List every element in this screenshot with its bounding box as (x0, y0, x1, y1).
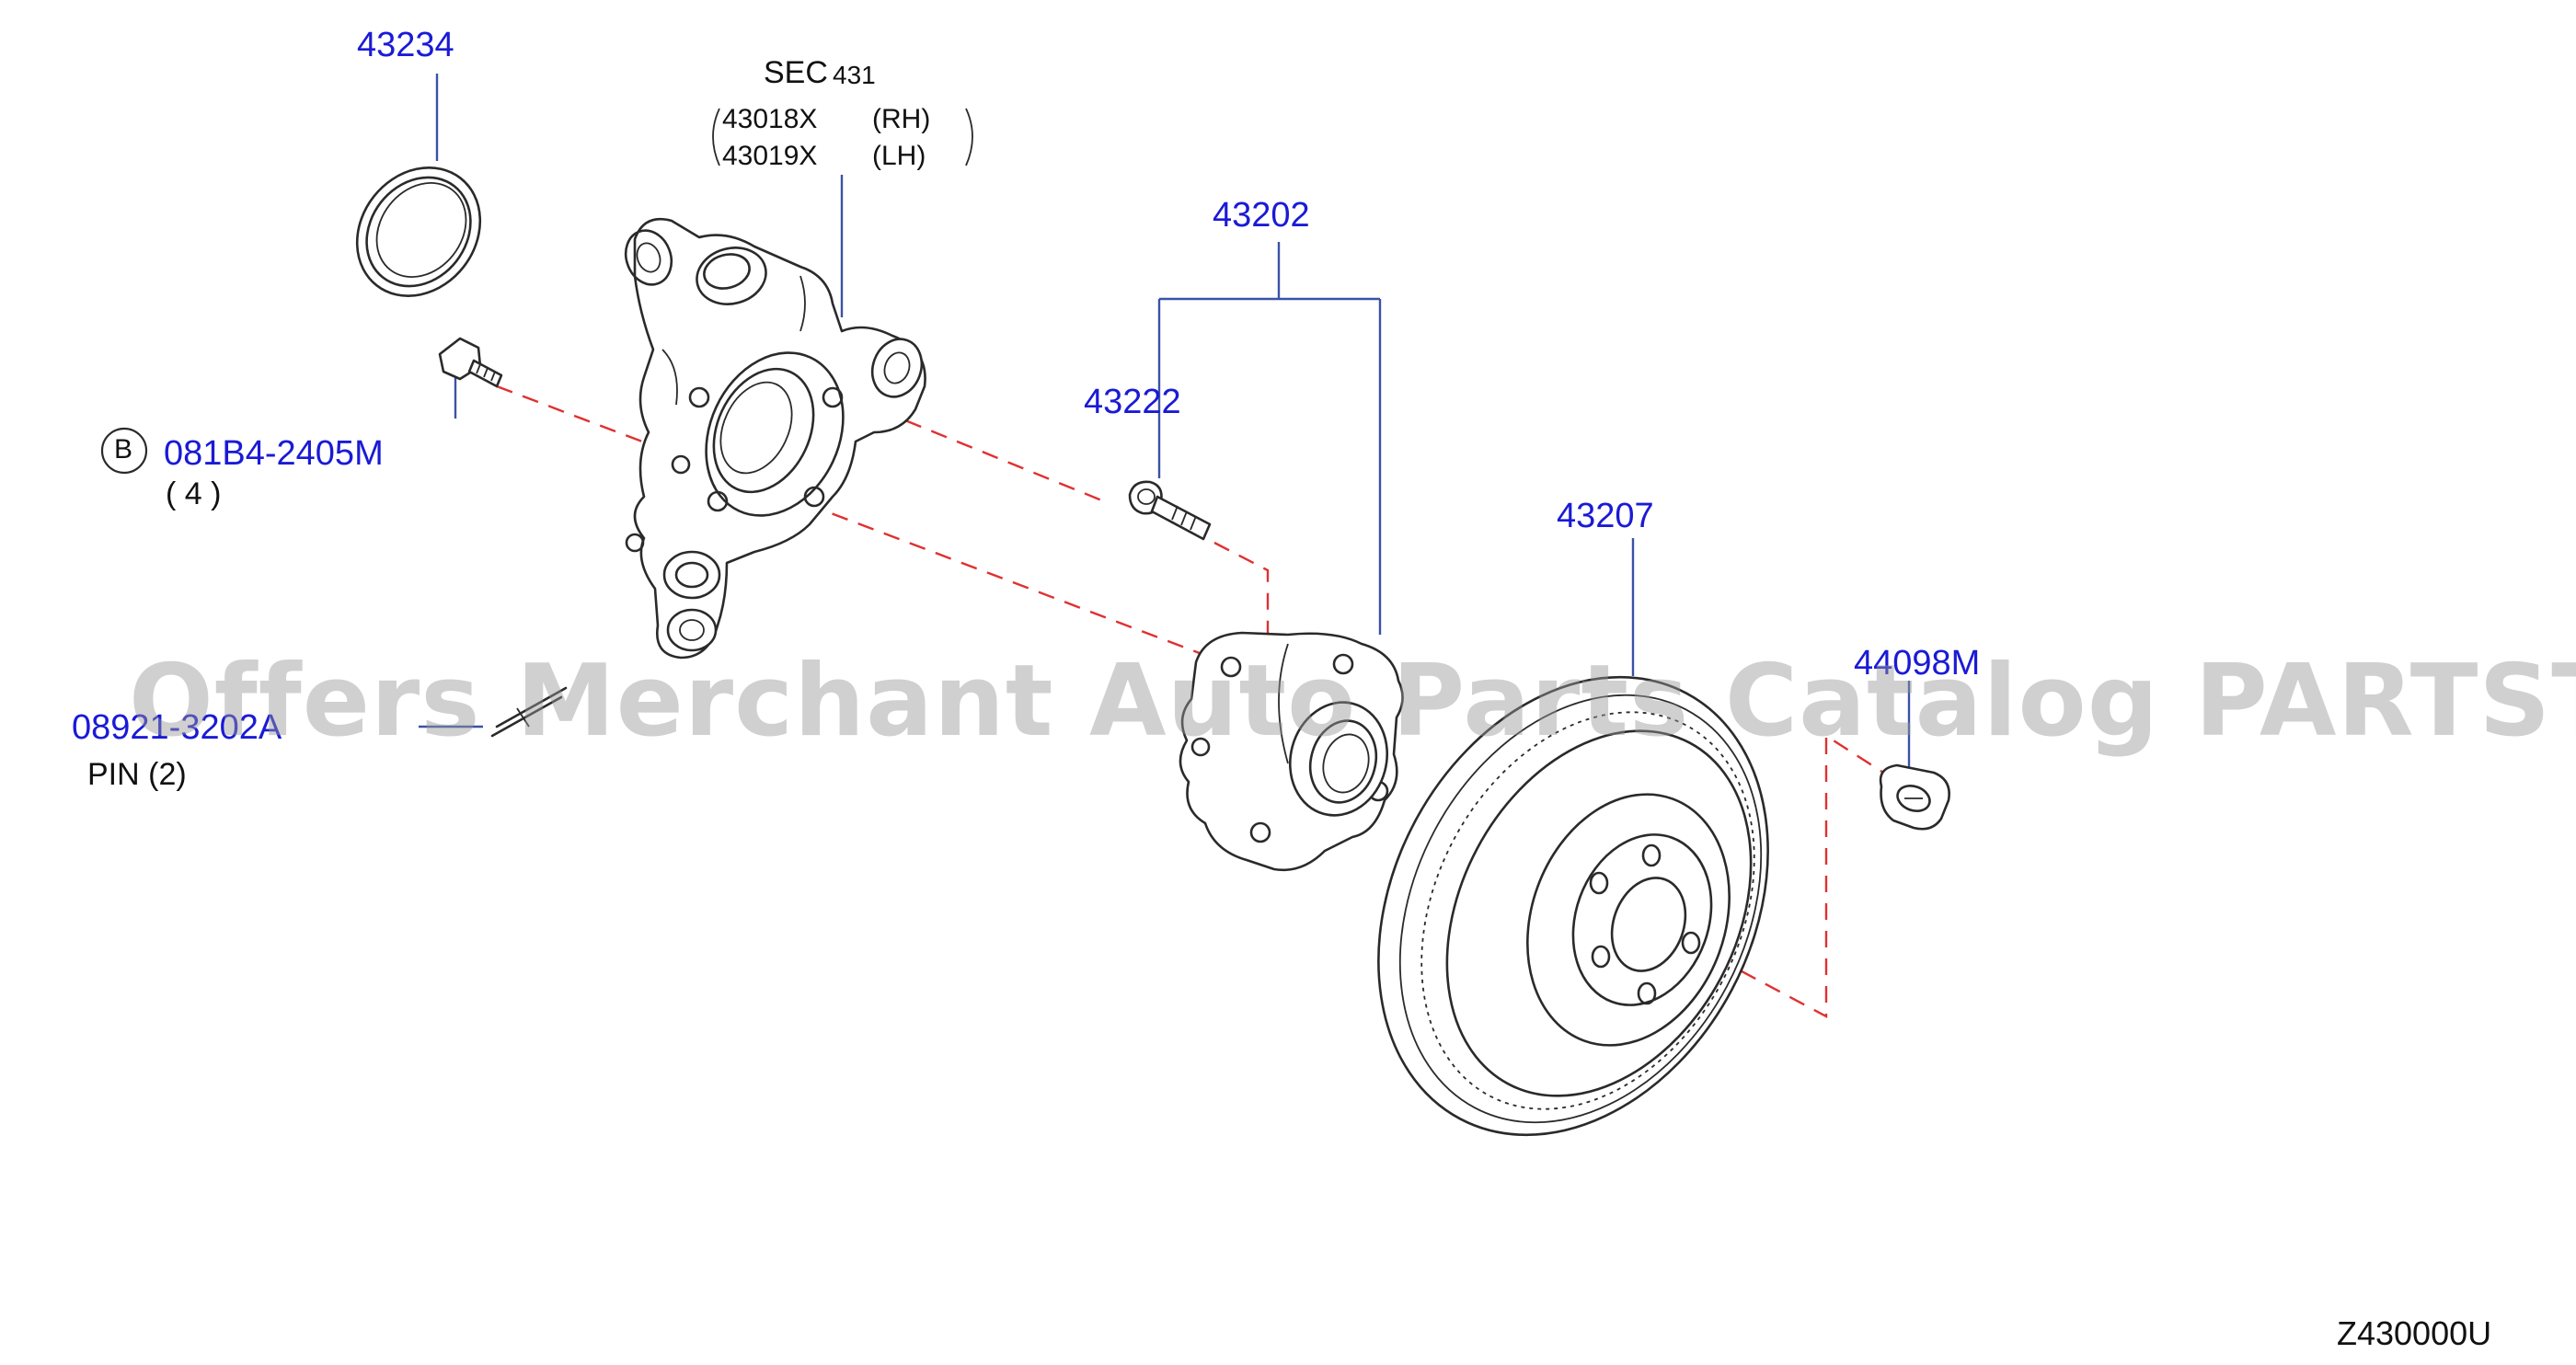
pin-part (490, 686, 568, 738)
leader-lines (419, 74, 1911, 782)
callout-circle-b (100, 427, 148, 475)
pin-quantity: PIN (2) (87, 757, 187, 792)
knuckle-lh-side: (LH) (872, 141, 926, 171)
part-label-08921-3202a[interactable]: 08921-3202A (72, 708, 282, 747)
bolt-quantity: ( 4 ) (166, 476, 222, 511)
part-label-43202[interactable]: 43202 (1213, 196, 1310, 235)
bolt-43222 (1128, 480, 1212, 541)
brake-disc-rotor (1377, 675, 1769, 1137)
part-label-081b4-2405m[interactable]: 081B4-2405M (164, 434, 384, 473)
part-label-43234[interactable]: 43234 (357, 26, 454, 64)
sec-bracket (712, 108, 973, 166)
part-label-43222[interactable]: 43222 (1084, 383, 1181, 421)
diagram-code: Z430000U (2337, 1314, 2492, 1352)
knuckle-rh-side: (RH) (872, 104, 931, 134)
hub-cap-plug (1879, 763, 1950, 831)
section-number[interactable]: 431 (833, 61, 876, 89)
part-label-44098m[interactable]: 44098M (1854, 644, 1981, 682)
callout-letter-b: B (114, 434, 133, 465)
steering-knuckle (624, 217, 926, 660)
knuckle-lh-part[interactable]: 43019X (722, 141, 818, 171)
section-label: SEC (764, 55, 828, 90)
watermark: Offers Merchant Auto Parts Catalog PARTS… (129, 644, 2576, 759)
seal-ring-43234 (355, 166, 482, 297)
knuckle-rh-part[interactable]: 43018X (722, 104, 818, 134)
hub-bolt (438, 337, 503, 388)
part-label-43207[interactable]: 43207 (1557, 497, 1654, 535)
wheel-hub-assembly (1179, 631, 1404, 872)
